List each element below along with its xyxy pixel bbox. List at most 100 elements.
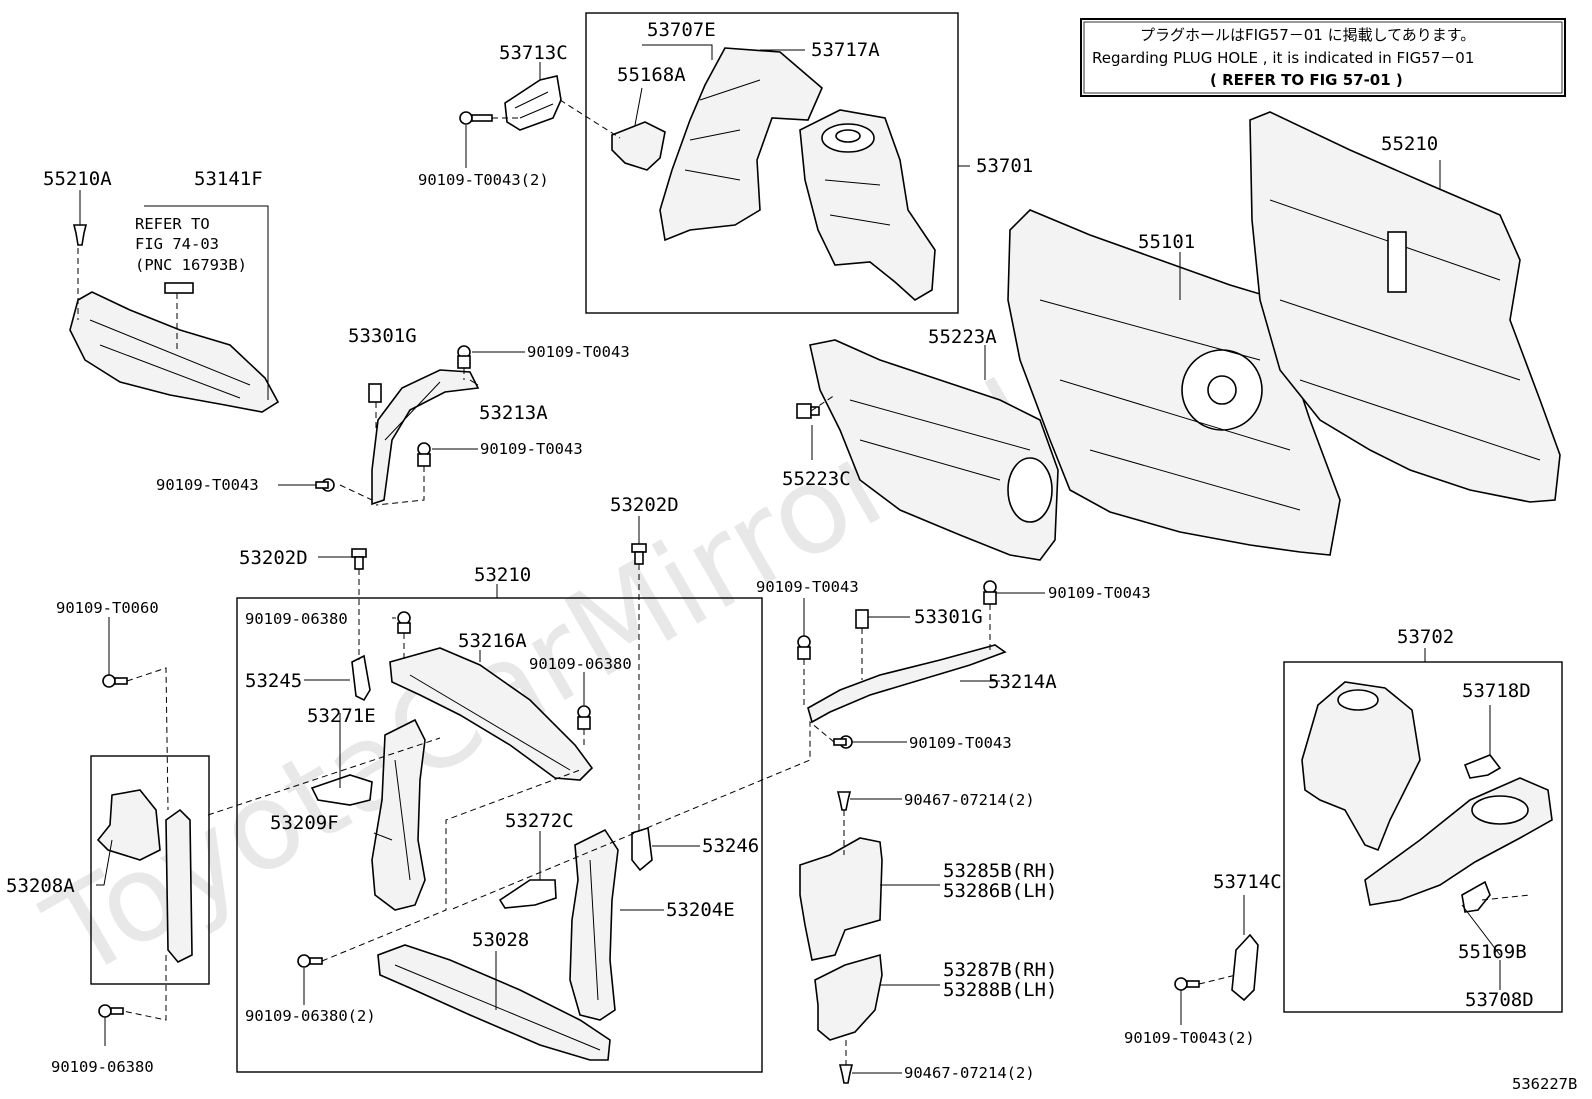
figure-code: 536227B (1512, 1075, 1577, 1093)
assembly-lines (77, 99, 1531, 1065)
frame-53702 (1283, 661, 1563, 1013)
label-90109-T0043-c: 90109-T0043 (156, 476, 259, 494)
label-53202D-right: 53202D (610, 494, 679, 516)
part-53714C (1231, 933, 1259, 1002)
bolt-icon (577, 705, 591, 730)
refer-line-3: (PNC 16793B) (135, 256, 247, 274)
label-55168A: 55168A (617, 64, 686, 86)
label-90109-T0060: 90109-T0060 (56, 599, 159, 617)
part-53708D (1364, 777, 1553, 906)
bolt-icon (457, 345, 471, 369)
bolt-icon (417, 442, 431, 467)
grommet-icon (796, 403, 820, 419)
bolt-icon (459, 111, 493, 125)
label-90109-T0043-e: 90109-T0043 (1048, 584, 1151, 602)
part-53141F (69, 282, 280, 413)
bolt-icon (397, 611, 411, 634)
part-55223A (809, 339, 1059, 561)
label-53213A: 53213A (479, 402, 548, 424)
label-90109-06380-b: 90109-06380 (529, 655, 632, 673)
bolt-icon (297, 954, 323, 968)
frame-53208A (90, 755, 210, 985)
label-53718D: 53718D (1462, 680, 1531, 702)
bolt-icon (102, 674, 128, 688)
label-53701: 53701 (976, 155, 1033, 177)
part-55101 (1007, 209, 1341, 556)
part-55169B (1461, 880, 1491, 913)
label-53210: 53210 (474, 564, 531, 586)
bolt-icon (98, 1004, 124, 1018)
part-53272C (498, 879, 557, 909)
label-90109-T0043-2-top: 90109-T0043(2) (418, 171, 549, 189)
label-55210A: 55210A (43, 168, 112, 190)
part-53301G-top (368, 383, 382, 403)
label-90109-T0043-f: 90109-T0043 (909, 734, 1012, 752)
part-53214A (807, 644, 1007, 724)
label-53271E: 53271E (307, 705, 376, 727)
label-53707E: 53707E (647, 19, 716, 41)
label-53287B: 53287B(RH) (943, 959, 1057, 981)
label-90467-07214-2-a: 90467-07214(2) (904, 791, 1035, 809)
clip-icon (836, 791, 852, 811)
part-53204E (569, 828, 619, 1021)
part-53209F (371, 718, 426, 911)
label-53713C: 53713C (499, 42, 568, 64)
part-53246 (631, 826, 653, 872)
label-55210: 55210 (1381, 133, 1438, 155)
label-53717A: 53717A (811, 39, 880, 61)
label-53214A: 53214A (988, 671, 1057, 693)
part-53213A (371, 369, 480, 506)
label-53204E: 53204E (666, 899, 735, 921)
refer-line-1: REFER TO (135, 215, 210, 233)
clip-icon (72, 224, 88, 246)
label-55169B: 55169B (1458, 941, 1527, 963)
part-53216A (389, 647, 594, 781)
label-53288B: 53288B(LH) (943, 979, 1057, 1001)
note-box: プラグホールはFIG57－01 に掲載してあります。 Regarding PLU… (1080, 18, 1566, 97)
part-53287B (814, 953, 883, 1041)
label-90109-06380-a: 90109-06380 (245, 610, 348, 628)
label-55223A: 55223A (928, 326, 997, 348)
part-53208A (96, 789, 193, 963)
part-53718D (1463, 754, 1502, 779)
part-53028 (377, 944, 611, 1061)
label-53028: 53028 (472, 929, 529, 951)
part-55210 (1249, 111, 1561, 503)
label-90109-T0043-2-bottom: 90109-T0043(2) (1124, 1029, 1255, 1047)
label-53714C: 53714C (1213, 871, 1282, 893)
bolt-icon (797, 635, 811, 660)
label-53208A: 53208A (6, 875, 75, 897)
label-53216A: 53216A (458, 630, 527, 652)
label-53141F: 53141F (194, 168, 263, 190)
label-90109-T0043-d: 90109-T0043 (756, 578, 859, 596)
label-53702: 53702 (1397, 626, 1454, 648)
note-line-2: Regarding PLUG HOLE , it is indicated in… (1092, 49, 1474, 67)
label-53209F: 53209F (270, 812, 339, 834)
label-53301G-top: 53301G (348, 325, 417, 347)
note-line-1: プラグホールはFIG57－01 に掲載してあります。 (1140, 26, 1475, 44)
bolt-icon (315, 478, 335, 492)
bolt-icon (833, 735, 853, 749)
label-53272C: 53272C (505, 810, 574, 832)
part-53285B (799, 837, 883, 961)
part-53202D-left (351, 548, 367, 570)
label-90109-T0043-a: 90109-T0043 (527, 343, 630, 361)
frame-53210 (236, 597, 763, 1073)
label-55223C: 55223C (782, 468, 851, 490)
label-53202D-left: 53202D (239, 547, 308, 569)
part-55168A (611, 121, 666, 171)
part-53271E (310, 774, 373, 806)
part-53701-tower (799, 109, 936, 301)
part-53713C (504, 75, 562, 131)
label-53245: 53245 (245, 670, 302, 692)
part-53707E (659, 47, 823, 242)
frame-53701 (585, 12, 959, 314)
label-55101: 55101 (1138, 231, 1195, 253)
part-53702-tower (1301, 681, 1421, 852)
part-53245 (351, 654, 371, 702)
label-53285B: 53285B(RH) (943, 860, 1057, 882)
label-90467-07214-2-b: 90467-07214(2) (904, 1064, 1035, 1082)
part-labels: 53713C 53707E 53717A 55168A 90109-T0043(… (6, 19, 1577, 1093)
label-53286B: 53286B(LH) (943, 880, 1057, 902)
